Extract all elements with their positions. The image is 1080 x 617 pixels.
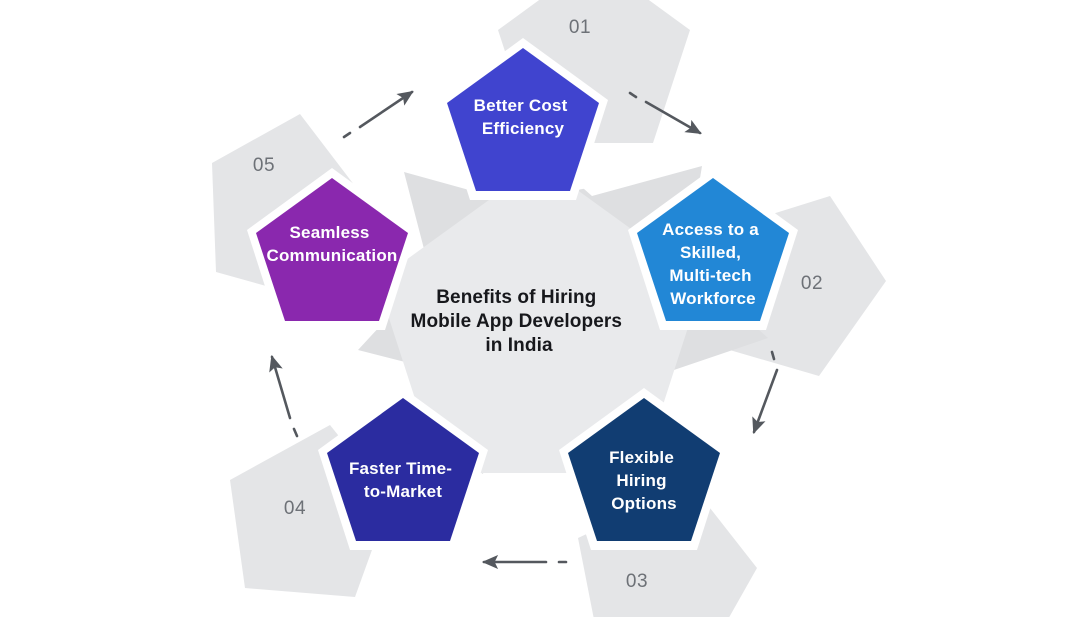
node-03-label: Flexible Hiring Options xyxy=(609,448,679,513)
step-number-05: 05 xyxy=(253,155,275,176)
node-01-label: Better Cost Efficiency xyxy=(474,96,573,138)
step-number-01: 01 xyxy=(569,17,591,38)
node-03-pentagon[interactable] xyxy=(568,398,720,541)
connector-arrows xyxy=(269,90,779,570)
node-02-label: Access to a Skilled, Multi-tech Workforc… xyxy=(662,220,764,308)
center-title: Benefits of Hiring Mobile App Developers… xyxy=(411,287,628,356)
node-04[interactable]: Faster Time- to-Market xyxy=(318,388,488,550)
center-pentagon-plate xyxy=(377,163,703,473)
node-01[interactable]: Better Cost Efficiency xyxy=(438,38,608,200)
step-number-group: 01 02 03 04 05 xyxy=(253,17,823,592)
arrow-01-to-02 xyxy=(628,91,702,135)
step-number-03: 03 xyxy=(626,571,648,592)
node-02[interactable]: Access to a Skilled, Multi-tech Workforc… xyxy=(628,168,798,330)
node-05[interactable]: Seamless Communication xyxy=(247,168,417,330)
node-03[interactable]: Flexible Hiring Options xyxy=(559,388,729,550)
arrow-02-to-03 xyxy=(752,350,779,434)
node-02-pentagon[interactable] xyxy=(637,178,789,321)
node-04-label: Faster Time- to-Market xyxy=(349,459,457,501)
node-05-pentagon[interactable] xyxy=(256,178,408,321)
node-04-pentagon[interactable] xyxy=(327,398,479,541)
step-number-04: 04 xyxy=(284,498,306,519)
step-number-02: 02 xyxy=(801,273,823,294)
node-05-label: Seamless Communication xyxy=(266,223,397,265)
node-01-pentagon[interactable] xyxy=(447,48,599,191)
arrow-05-to-01 xyxy=(342,90,414,139)
arrow-04-to-05 xyxy=(269,355,299,438)
